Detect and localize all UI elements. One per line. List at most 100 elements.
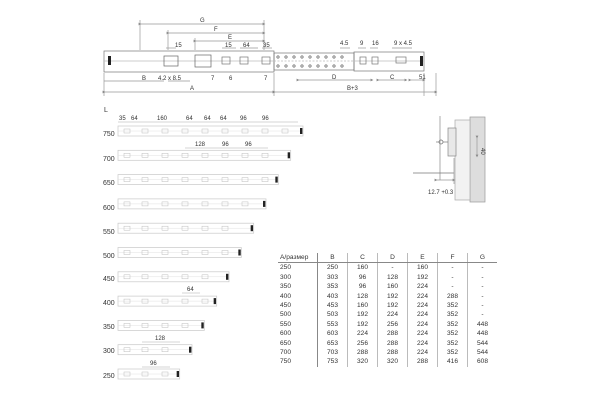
rail-slot — [141, 323, 149, 328]
table-cell: 160 — [347, 301, 378, 311]
table-cell: 320 — [377, 357, 408, 367]
rail-450 — [117, 271, 230, 283]
dim-35-label: 35 — [263, 43, 270, 49]
dim-96-row250: 96 — [150, 361, 157, 367]
rail-end-stop — [201, 322, 204, 329]
rail-400 — [117, 295, 218, 307]
rail-slot — [241, 201, 249, 207]
rail-600 — [117, 198, 267, 210]
top-dim-64b: 64 — [186, 116, 193, 122]
row-label-700: 700 — [103, 156, 115, 163]
table-cell: 96 — [347, 272, 378, 283]
top-dim-35: 35 — [119, 116, 126, 122]
rail-slot — [123, 225, 131, 231]
table-cell: - — [437, 282, 468, 292]
dim-b3-label: B+3 — [347, 86, 359, 92]
table-cell: 750 — [278, 357, 318, 367]
rail-slot — [181, 225, 189, 231]
dim-g-label: G — [200, 18, 205, 24]
rail-slot — [161, 201, 169, 207]
rail-end-stop — [300, 128, 303, 134]
rail-end-stop — [287, 152, 291, 159]
rail-slot — [201, 153, 209, 158]
rail-slot — [161, 128, 169, 134]
rail-slot — [201, 128, 209, 134]
table-header-cell: A/размер — [278, 253, 318, 264]
table-cell: 224 — [407, 329, 438, 339]
table-cell: 600 — [278, 329, 318, 339]
rail-500 — [117, 247, 242, 258]
rail-slot — [141, 347, 149, 352]
rail-slot — [181, 177, 189, 182]
side-section-view — [413, 116, 486, 203]
table-cell: 448 — [467, 319, 497, 330]
mid-dim-96a: 96 — [222, 142, 229, 148]
table-cell: 96 — [347, 282, 378, 292]
table-cell: 450 — [278, 301, 318, 311]
rail-slot — [123, 177, 131, 182]
table-cell: 160 — [347, 262, 378, 273]
table-cell: 352 — [437, 301, 468, 311]
mid-dim-128: 128 — [195, 142, 206, 148]
rail-slot — [141, 371, 149, 377]
table-cell: 352 — [437, 338, 468, 349]
rail-750 — [117, 125, 304, 137]
rail-slot — [141, 153, 149, 158]
rail-slot — [181, 201, 189, 207]
row-label-500: 500 — [103, 253, 115, 260]
rail-end-stop — [275, 176, 278, 183]
rail-slot — [123, 153, 131, 158]
table-cell: 553 — [317, 319, 348, 330]
dim-16-label: 16 — [372, 41, 379, 47]
dim-c-label: C — [390, 75, 395, 81]
row-label-450: 450 — [103, 276, 115, 283]
row-label-750: 750 — [103, 131, 115, 138]
rail-slot — [261, 177, 269, 182]
table-cell: 224 — [407, 301, 438, 311]
table-cell: 300 — [278, 272, 318, 283]
table-cell: 352 — [437, 348, 468, 358]
rail-slot — [221, 201, 229, 207]
rail-700 — [117, 149, 292, 161]
rail-slot — [161, 274, 169, 280]
row-label-300: 300 — [103, 348, 115, 355]
table-cell: 128 — [377, 272, 408, 283]
table-cell: 303 — [317, 272, 348, 283]
rail-slot — [261, 128, 269, 134]
table-cell: 653 — [317, 338, 348, 349]
table-cell: 416 — [437, 357, 468, 367]
dim-a-label: A — [190, 86, 194, 92]
axis-l-label: L — [104, 107, 108, 114]
table-cell: 448 — [467, 329, 497, 339]
dim-9x45-label: 9 x 4.5 — [394, 41, 413, 47]
rail-650 — [117, 174, 279, 185]
rail-slot — [221, 128, 229, 134]
top-dim-64c: 64 — [204, 116, 211, 122]
dim-6-label: 6 — [229, 76, 233, 82]
top-dim-64a: 64 — [131, 116, 138, 122]
table-cell: 192 — [347, 319, 378, 330]
dim-40-label: 40 — [479, 148, 485, 155]
table-cell: - — [437, 272, 468, 283]
table-cell: 288 — [407, 357, 438, 367]
table-cell: 453 — [317, 301, 348, 311]
rail-slot — [221, 153, 229, 158]
row-label-400: 400 — [103, 300, 115, 307]
dim-45-label: 4.5 — [340, 41, 349, 47]
table-cell: 352 — [437, 310, 468, 320]
rail-slot — [123, 250, 131, 255]
rail-end-stop — [250, 225, 254, 232]
rail-slot — [161, 298, 169, 304]
rail-slot — [141, 177, 149, 182]
rail-slot — [123, 201, 131, 207]
table-cell: 608 — [467, 357, 497, 367]
rail-slot — [201, 225, 209, 231]
row-label-550: 550 — [103, 229, 115, 236]
rail-slot — [201, 298, 209, 304]
